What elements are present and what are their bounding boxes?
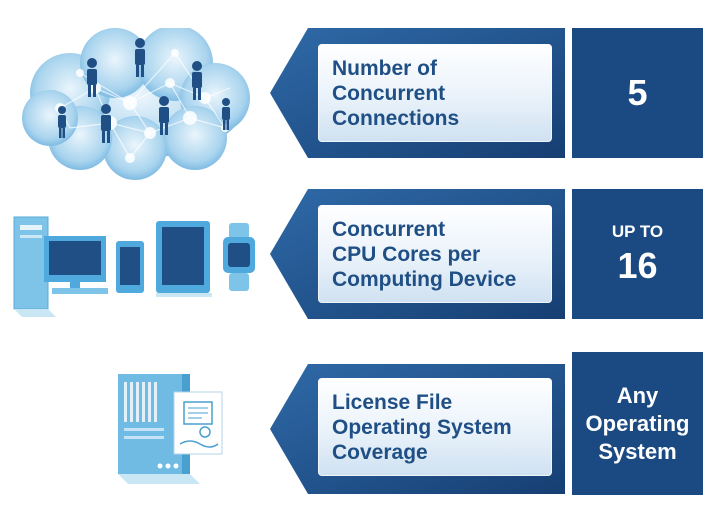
row-label: Concurrent CPU Cores per Computing Devic…: [332, 217, 517, 291]
row-value: 16: [617, 245, 658, 286]
document-icon: [173, 391, 223, 455]
value-box: Any Operating System: [572, 352, 703, 495]
row-value: 5: [627, 72, 648, 113]
row-label: Number of Concurrent Connections: [332, 56, 460, 130]
row-cpu-cores: Concurrent CPU Cores per Computing Devic…: [0, 189, 715, 349]
network-cloud-illustration: [0, 25, 270, 188]
label-box: Number of Concurrent Connections: [318, 44, 552, 142]
row-concurrent-connections: Number of Concurrent Connections 5: [0, 25, 715, 188]
computing-devices-icon: [13, 216, 255, 317]
phone-icon: [116, 241, 144, 293]
monitor-icon: [44, 236, 108, 294]
tower-pc-icon: [13, 216, 56, 317]
row-value: Any Operating System: [585, 382, 690, 464]
license-file-icon: [118, 374, 223, 484]
value-box: UP TO 16: [572, 189, 703, 319]
license-illustration: [0, 352, 270, 512]
label-box: Concurrent CPU Cores per Computing Devic…: [318, 205, 552, 303]
cloud-network-icon: [22, 25, 250, 180]
label-box: License File Operating System Coverage: [318, 378, 552, 476]
value-prefix: UP TO: [611, 222, 664, 241]
row-license-os: License File Operating System Coverage A…: [0, 352, 715, 512]
watch-icon: [223, 223, 255, 291]
row-label: License File Operating System Coverage: [332, 390, 512, 464]
value-box: 5: [572, 28, 703, 158]
tablet-icon: [156, 221, 212, 297]
devices-illustration: [0, 189, 270, 349]
